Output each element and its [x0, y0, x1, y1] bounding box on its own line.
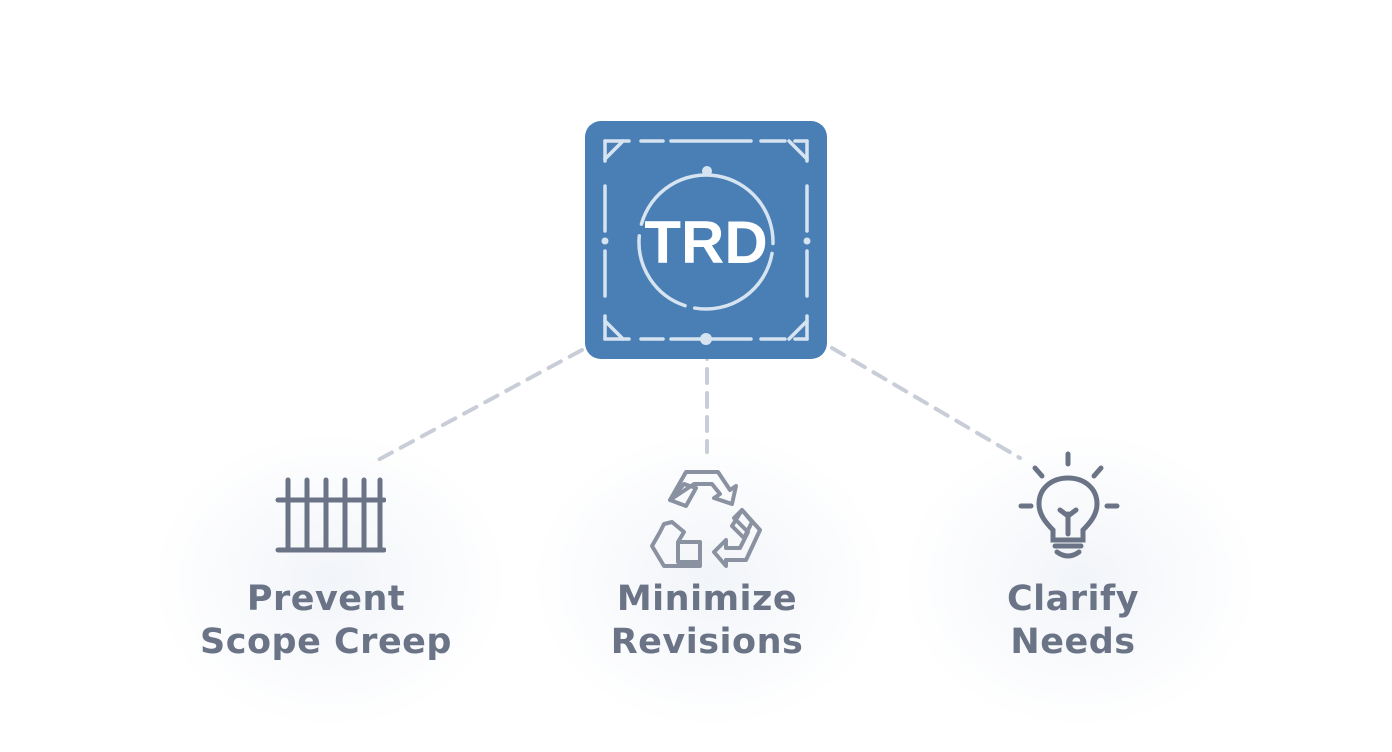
lightbulb-icon [1018, 451, 1120, 559]
node-minimize-revisions: Minimize Revisions [557, 578, 857, 664]
node-label-line2: Revisions [610, 622, 804, 662]
node-label-line2: Needs [1010, 622, 1136, 662]
glow-center [530, 430, 890, 730]
target-frame-icon: TRD [585, 121, 827, 359]
node-clarify-needs: Clarify Needs [923, 578, 1223, 664]
connector-left [376, 348, 584, 462]
node-label-line1: Minimize [616, 579, 798, 619]
node-label-line1: Clarify [1006, 579, 1140, 619]
node-label-line1: Prevent [246, 579, 406, 619]
hub-label: TRD [644, 209, 767, 276]
trd-hub: TRD [585, 121, 827, 359]
node-prevent-scope-creep: Prevent Scope Creep [176, 578, 476, 664]
connector-right [830, 346, 1022, 460]
glow-left [150, 430, 510, 730]
node-label-line2: Scope Creep [200, 622, 452, 662]
recycle-icon [650, 470, 762, 568]
fence-icon [275, 477, 386, 553]
